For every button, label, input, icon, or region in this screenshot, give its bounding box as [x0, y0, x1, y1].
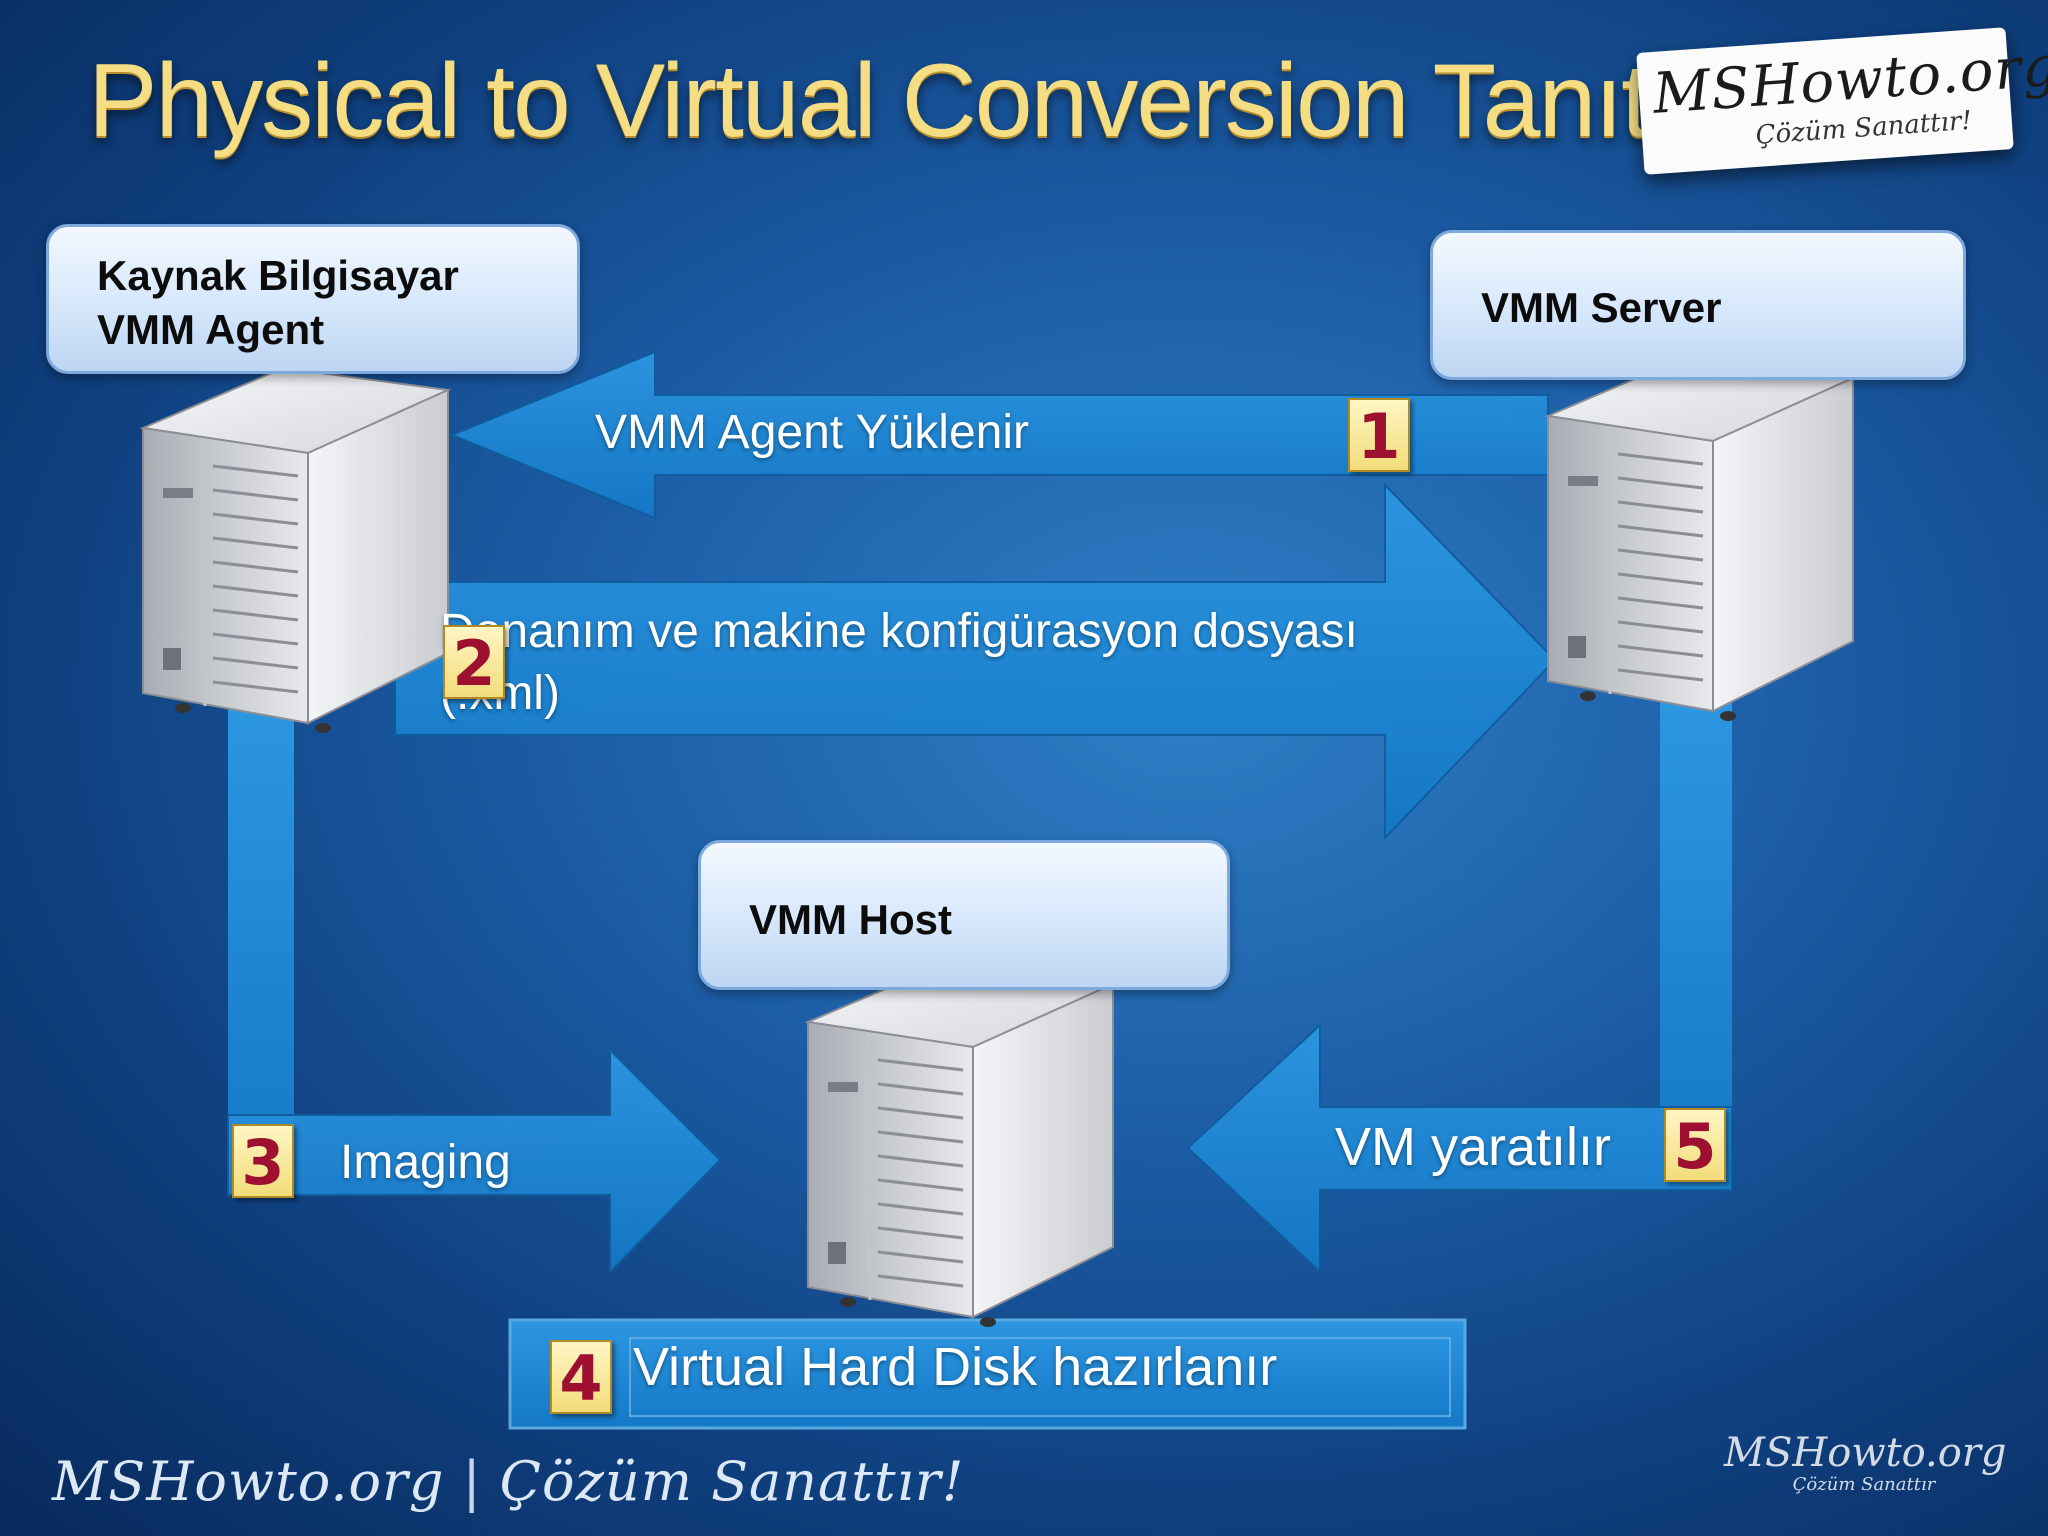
step-1-badge: 1	[1348, 398, 1410, 473]
footer-logo-slogan: Çözüm Sanattır	[1792, 1474, 1936, 1495]
step-5-badge: 5	[1664, 1108, 1726, 1183]
node-vmm-host: VMM Host	[698, 840, 1230, 990]
slide-title: Physical to Virtual Conversion Tanıtımı	[88, 43, 1789, 159]
footer-separator: |	[462, 1450, 482, 1513]
connector-group	[228, 690, 1732, 1190]
node-vmm-server: VMM Server	[1430, 230, 1966, 380]
left-connector	[228, 690, 294, 1190]
step-1-label: VMM Agent Yüklenir	[595, 406, 1029, 459]
vmm-server-icon	[1546, 354, 1855, 723]
footer-logo-main: MSHowto.org	[1724, 1430, 2007, 1476]
footer-brand: MSHowto.org | Çözüm Sanattır!	[52, 1450, 964, 1513]
step-3-label: Imaging	[340, 1136, 511, 1189]
arrow-step-5	[1186, 1022, 1733, 1275]
source-computer-label: Kaynak Bilgisayar	[97, 252, 459, 299]
source-agent-label: VMM Agent	[97, 306, 325, 353]
vmm-server-label: VMM Server	[1481, 284, 1722, 331]
step-4-label: Virtual Hard Disk hazırlanır	[633, 1337, 1278, 1397]
step-2-badge: 2	[443, 625, 505, 700]
step-5-label: VM yaratılır	[1335, 1117, 1612, 1177]
step-2-label-line1: Donanım ve makine konfigürasyon dosyası	[440, 605, 1358, 658]
arrow-step-1	[449, 350, 1549, 520]
right-connector	[1660, 690, 1732, 1185]
step-4-badge: 4	[550, 1340, 612, 1415]
vmm-host-label: VMM Host	[749, 896, 952, 943]
arrow-step-2	[394, 482, 1557, 841]
step-3-badge: 3	[232, 1124, 294, 1199]
footer-slogan: Çözüm Sanattır!	[499, 1450, 965, 1513]
footer-logo: MSHowto.org Çözüm Sanattır	[1724, 1430, 2007, 1495]
vmm-host-icon	[806, 960, 1115, 1329]
node-source-computer: Kaynak Bilgisayar VMM Agent	[46, 224, 580, 374]
footer-brand-name: MSHowto.org	[52, 1450, 445, 1513]
